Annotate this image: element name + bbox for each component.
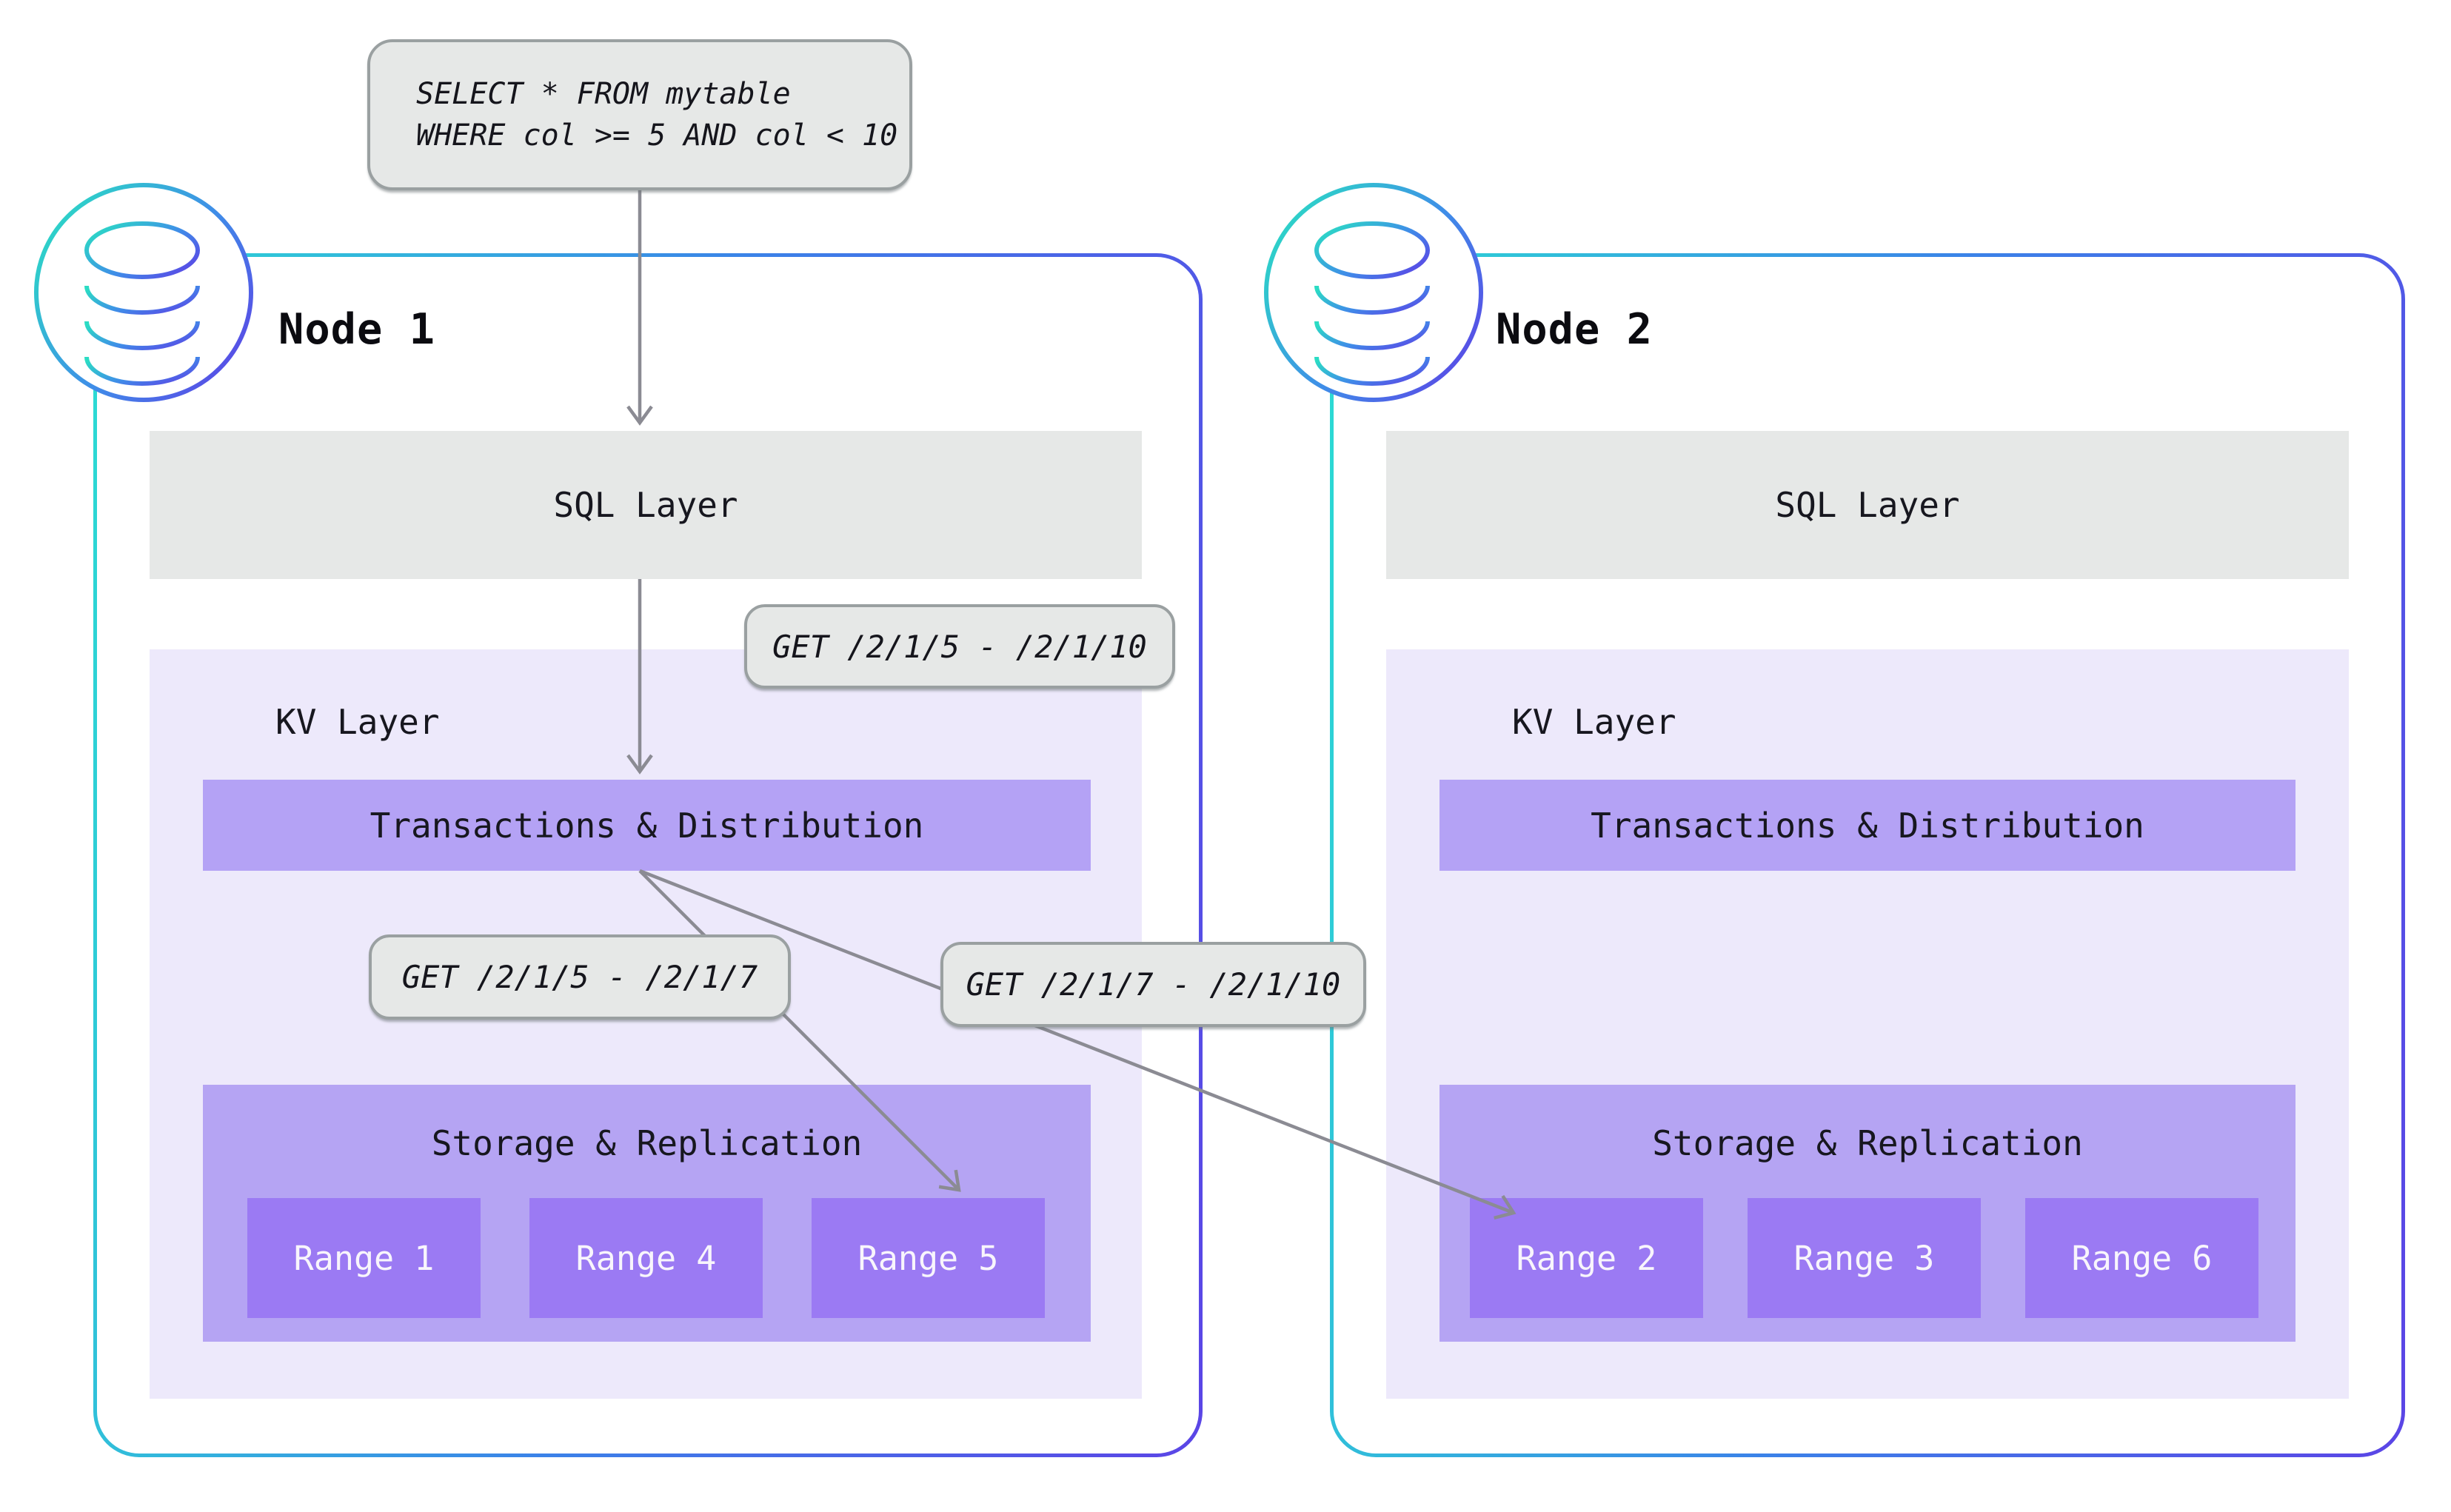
- node-2-title: Node 2: [1496, 305, 1653, 354]
- node-1-storage-label: Storage & Replication: [431, 1123, 863, 1163]
- node-2-range-6: Range 6: [2025, 1198, 2258, 1318]
- sql-query-bubble: SELECT * FROM mytable WHERE col >= 5 AND…: [367, 39, 912, 190]
- get-range-right-label: GET /2/1/7 - /2/1/10: [940, 942, 1366, 1027]
- get-range-full-label: GET /2/1/5 - /2/1/10: [744, 604, 1175, 689]
- node-1-range-5: Range 5: [812, 1198, 1045, 1318]
- node-2-kv-layer-label: KV Layer: [1512, 702, 1676, 742]
- node-2-transactions-label: Transactions & Distribution: [1591, 805, 2144, 846]
- node-1-transactions-bar: Transactions & Distribution: [203, 780, 1091, 871]
- node-2-sql-layer: SQL Layer: [1386, 431, 2349, 579]
- node-1-transactions-label: Transactions & Distribution: [370, 805, 924, 846]
- node-2-database-icon: [1264, 183, 1483, 402]
- node-2-storage-label: Storage & Replication: [1652, 1123, 2083, 1163]
- sql-query-line-1: SELECT * FROM mytable: [416, 77, 791, 111]
- get-range-left-label: GET /2/1/5 - /2/1/7: [369, 934, 791, 1020]
- node-1-title: Node 1: [278, 305, 435, 354]
- node-1-sql-layer-label: SQL Layer: [553, 485, 738, 525]
- node-1-range-1: Range 1: [247, 1198, 481, 1318]
- sql-query-line-2: WHERE col >= 5 AND col < 10: [416, 118, 898, 153]
- node-2-transactions-bar: Transactions & Distribution: [1439, 780, 2295, 871]
- node-2-range-2: Range 2: [1470, 1198, 1703, 1318]
- node-1-database-icon: [34, 183, 253, 402]
- node-2-sql-layer-label: SQL Layer: [1775, 485, 1960, 525]
- node-2-range-3: Range 3: [1748, 1198, 1981, 1318]
- node-1-range-4: Range 4: [529, 1198, 763, 1318]
- node-1-sql-layer: SQL Layer: [150, 431, 1142, 579]
- node-1-kv-layer-label: KV Layer: [275, 702, 440, 742]
